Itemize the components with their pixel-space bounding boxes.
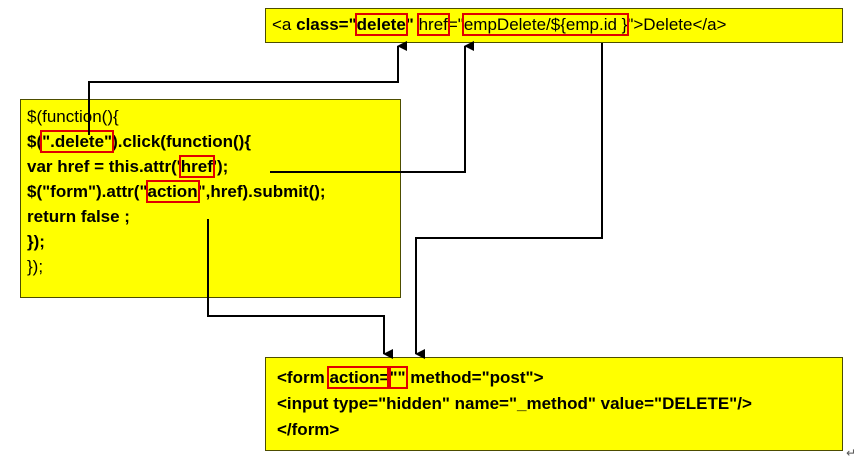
code-text: =" (447, 15, 464, 34)
code-text: " (405, 15, 419, 34)
code-text: method="post"> (405, 368, 544, 387)
delete-class-highlight: delete (354, 13, 408, 36)
code-text: ",href).submit(); (197, 182, 326, 201)
code-line: }); (27, 232, 45, 251)
form-action-highlight: action= (327, 366, 392, 389)
code-text: <a (272, 15, 297, 34)
code-line: $("form").attr("action",href).submit(); (27, 180, 326, 204)
code-line: <form action="" method="post"> (277, 366, 544, 390)
code-line: }); (27, 257, 44, 276)
code-text: <form (277, 368, 330, 387)
code-text: class=" (296, 15, 357, 34)
code-text: $("form").attr(" (27, 182, 148, 201)
code-line: <input type="hidden" name="_method" valu… (277, 394, 752, 413)
code-line: $(".delete").click(function(){ (27, 130, 251, 154)
code-text: ).click(function(){ (112, 132, 251, 151)
code-line: $(function(){ (27, 107, 119, 126)
anchor-code-line: <a class="delete" href="empDelete/${emp.… (272, 13, 726, 37)
code-line: return false ; (27, 207, 130, 226)
href-string-highlight: href (178, 155, 215, 178)
code-text: '); (212, 157, 229, 176)
form-action-value-highlight: "" (387, 366, 408, 389)
code-text: $( (27, 132, 43, 151)
href-attr-highlight: href (416, 13, 450, 36)
href-value-highlight: empDelete/${emp.id } (461, 13, 630, 36)
anchor-code-box: <a class="delete" href="empDelete/${emp.… (265, 8, 843, 43)
arrow-href-value (415, 43, 603, 359)
paragraph-return-mark: ↵ (846, 446, 857, 460)
code-line: </form> (277, 420, 340, 439)
code-text: ">Delete</a> (627, 15, 727, 34)
code-text: var href = this.attr(' (27, 157, 181, 176)
form-code-box: <form action="" method="post"> <input ty… (265, 357, 843, 451)
jquery-code-box: $(function(){ $(".delete").click(functio… (20, 99, 401, 298)
delete-selector-highlight: ".delete" (40, 130, 115, 153)
code-line: var href = this.attr('href'); (27, 155, 228, 179)
action-string-highlight: action (145, 180, 200, 203)
